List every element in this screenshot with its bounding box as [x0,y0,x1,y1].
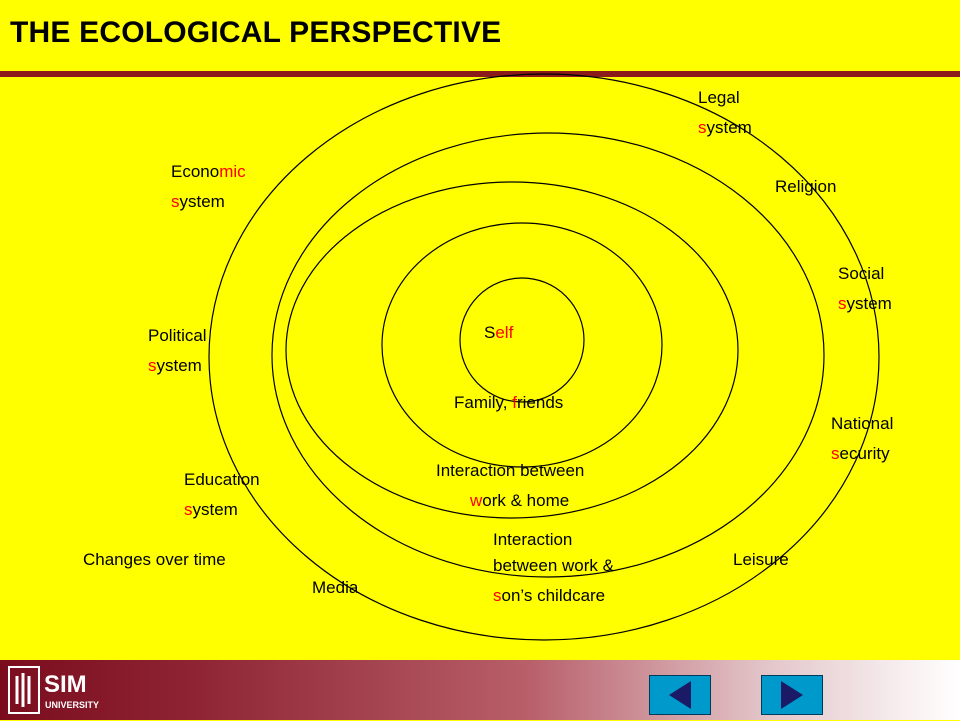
ring-self [459,277,585,403]
svg-text:SIM: SIM [44,671,87,698]
previous-slide-button[interactable] [649,675,711,715]
label-economic-system: Economic system [171,162,246,211]
label-national-security: National security [831,414,894,463]
label-childcare: Interaction between work & son’s childca… [493,530,614,605]
title-divider [0,71,960,77]
label-family-friends: Family, friends [454,393,564,412]
label-education-system: Education system [184,470,260,519]
label-work-home: Interaction between work & home [436,461,585,510]
label-legal-system: Legal system [698,88,752,137]
label-media: Media [312,578,359,597]
slide-title: THE ECOLOGICAL PERSPECTIVE [10,16,502,49]
ring-work-home [285,181,739,519]
sim-university-logo: SIM UNIVERSITY [8,664,112,716]
ring-childcare [271,132,825,578]
label-changes-over-time: Changes over time [83,550,226,569]
right-triangle-icon [781,681,803,709]
label-political-system: Political system [148,326,207,375]
svg-text:UNIVERSITY: UNIVERSITY [45,700,99,710]
label-religion: Religion [775,177,837,196]
left-triangle-icon [669,681,691,709]
ring-society [208,73,880,641]
ring-family [381,222,663,468]
label-self: Self [484,323,514,342]
label-leisure: Leisure [733,550,789,569]
logo-mark-icon: SIM UNIVERSITY [8,666,99,714]
label-social-system: Social system [838,264,892,313]
next-slide-button[interactable] [761,675,823,715]
